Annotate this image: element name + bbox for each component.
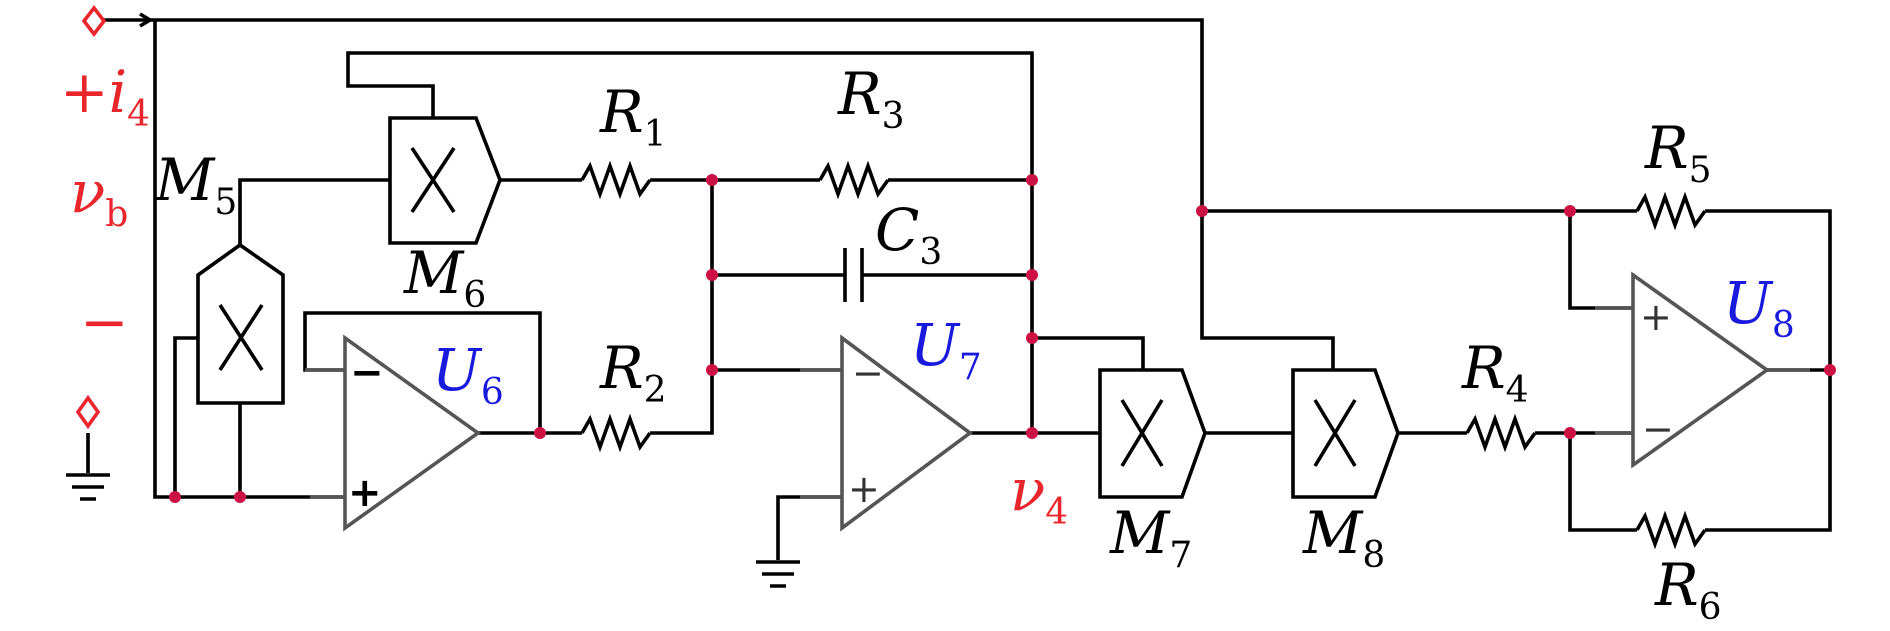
resistor-r6 (1635, 510, 1707, 550)
u6-plus-sign: + (348, 470, 382, 516)
label-m5: M5 (154, 146, 237, 223)
label-m6: M6 (403, 239, 486, 316)
label-vb: νb (70, 158, 128, 235)
label-r6: R6 (1654, 551, 1722, 628)
ground-symbol-u7 (756, 560, 800, 588)
resistor-r3 (818, 160, 890, 200)
label-c3: C3 (875, 196, 942, 273)
label-m8: M8 (1302, 499, 1385, 576)
label-v4: ν4 (1010, 456, 1068, 533)
label-r4: R4 (1461, 334, 1529, 411)
label-u7: U7 (910, 311, 982, 388)
label-r2: R2 (599, 334, 667, 411)
multiplier-m5 (196, 242, 285, 405)
capacitor-c3 (843, 248, 864, 302)
multiplier-m7 (1098, 368, 1207, 499)
multiplier-m6 (388, 116, 502, 245)
label-u6: U6 (432, 336, 504, 413)
label-u8: U8 (1723, 269, 1795, 346)
opamp-u8: + − (1595, 271, 1810, 469)
ground-symbol-left (66, 473, 110, 501)
u7-plus-sign: + (848, 467, 880, 511)
label-r5: R5 (1644, 114, 1712, 191)
resistor-r4 (1465, 413, 1537, 453)
label-current-i4: +i4 (60, 58, 150, 135)
input-port-bottom (75, 394, 101, 430)
opamp-u7: − + (800, 334, 974, 532)
resistor-r5 (1635, 191, 1707, 231)
u8-plus-sign: + (1640, 295, 1672, 339)
multiplier-m8 (1291, 368, 1400, 499)
u6-minus-sign: − (350, 350, 384, 396)
resistor-r1 (580, 160, 652, 200)
input-port-top (81, 5, 107, 37)
resistor-r2 (580, 413, 652, 453)
label-r1: R1 (599, 78, 667, 155)
label-r3: R3 (837, 60, 905, 137)
label-minus: − (80, 288, 129, 356)
opamp-u6: − + (305, 334, 482, 532)
u8-minus-sign: − (1642, 407, 1674, 451)
label-m7: M7 (1109, 499, 1192, 576)
node-dots (169, 174, 1836, 503)
u7-minus-sign: − (852, 351, 884, 395)
